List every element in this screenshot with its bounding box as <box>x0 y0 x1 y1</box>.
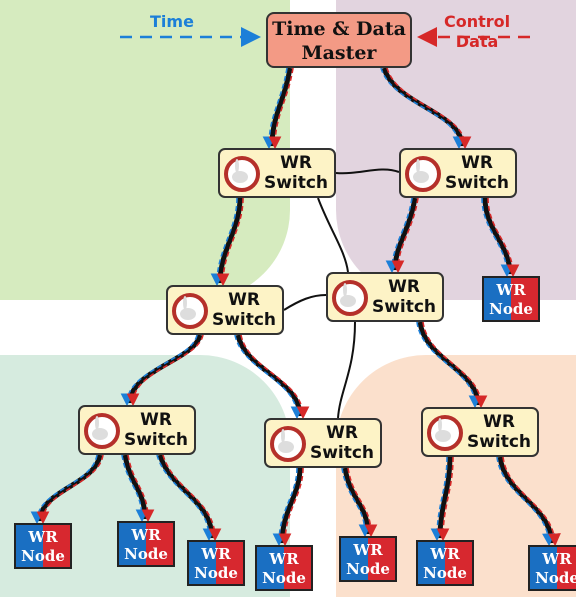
time-flow-arrow <box>380 67 466 150</box>
rabbit-clock-icon <box>332 280 368 316</box>
link-cable <box>279 467 303 544</box>
link-cable <box>497 456 555 544</box>
time-flow-arrow <box>121 454 149 523</box>
rabbit-clock-icon <box>224 156 260 192</box>
redundant-link <box>335 168 400 175</box>
control-flow-arrow <box>422 321 488 409</box>
control-flow-arrow <box>126 334 204 407</box>
control-flow-arrow <box>391 197 419 274</box>
time-flow-arrow <box>120 334 198 407</box>
time-flow-arrow <box>481 197 514 278</box>
control-flow-arrow <box>487 197 520 278</box>
link-cable <box>217 197 243 284</box>
time-legend-label: Time <box>150 12 194 31</box>
rabbit-clock-icon <box>172 293 208 329</box>
time-flow-arrow <box>262 67 288 150</box>
link-cable <box>127 334 203 404</box>
control-flow-arrow <box>436 456 454 542</box>
link-cable <box>235 334 303 417</box>
rabbit-clock-icon <box>270 426 306 462</box>
rabbit-clock-icon <box>405 156 441 192</box>
control-data-legend-label: Control Data <box>444 12 511 51</box>
link-cable <box>381 67 465 147</box>
control-flow-arrow <box>36 454 104 525</box>
rabbit-clock-icon <box>427 415 463 451</box>
link-cable <box>417 321 481 406</box>
control-flow-arrow <box>240 334 310 420</box>
control-flow-arrow <box>216 197 244 287</box>
redundant-link <box>283 294 327 311</box>
time-flow-arrow <box>416 321 482 409</box>
time-data-master: Time & Data Master <box>266 12 412 68</box>
time-flow-arrow <box>341 467 372 538</box>
control-flow-arrow <box>162 454 222 542</box>
link-cable <box>157 454 215 539</box>
control-flow-arrow <box>268 67 294 150</box>
control-flow-arrow <box>278 467 304 547</box>
time-flow-arrow <box>496 456 555 547</box>
control-flow-arrow <box>502 456 561 547</box>
redundant-link <box>337 321 356 419</box>
control-flow-arrow <box>127 454 155 523</box>
link-cable <box>392 197 418 271</box>
control-flow-arrow <box>386 67 472 150</box>
time-flow-arrow <box>234 334 304 420</box>
redundant-link <box>317 197 349 273</box>
time-flow-arrow <box>156 454 216 542</box>
rabbit-clock-icon <box>84 413 120 449</box>
time-flow-arrow <box>210 197 238 287</box>
control-flow-arrow <box>347 467 378 538</box>
link-cable <box>269 67 293 147</box>
